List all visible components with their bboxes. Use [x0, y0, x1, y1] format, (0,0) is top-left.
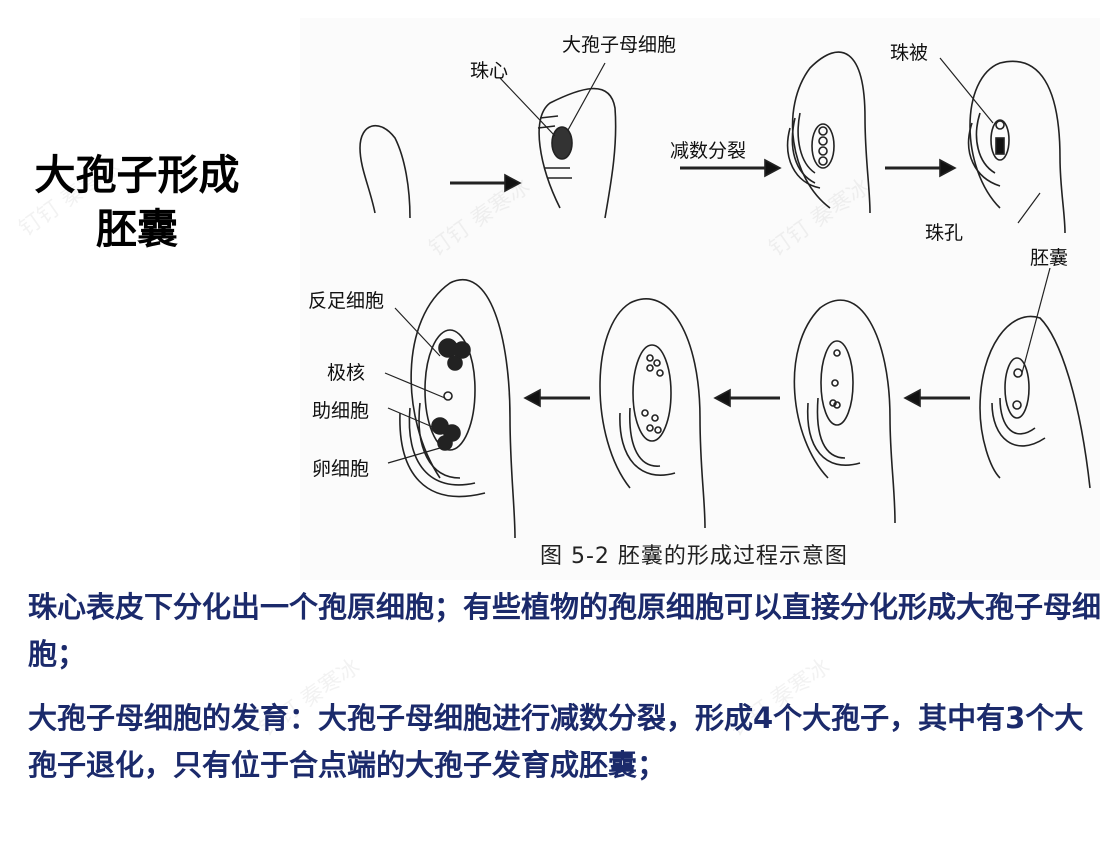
ovule-stage2 — [538, 87, 617, 219]
label-egg-cell: 卵细胞 — [312, 458, 370, 480]
label-integument: 珠被 — [890, 42, 929, 64]
ovule-stage3 — [791, 51, 871, 214]
label-synergids: 助细胞 — [312, 400, 370, 422]
figure-caption: 图 5-2 胚囊的形成过程示意图 — [540, 544, 848, 569]
label-megasporocyte: 大孢子母细胞 — [562, 34, 677, 56]
ovule-stage6 — [793, 299, 896, 524]
ovule-stage7 — [599, 298, 706, 529]
ovule-primordium — [359, 124, 411, 219]
figure-drawing — [359, 51, 1091, 539]
label-antipodal-cells: 反足细胞 — [308, 290, 385, 312]
label-polar-nuclei: 极核 — [327, 362, 366, 384]
embryo-sac-figure: 珠心 大孢子母细胞 减数分裂 珠被 珠孔 胚囊 反足细胞 极核 助细胞 卵细胞 … — [300, 18, 1100, 580]
label-embryo-sac: 胚囊 — [1030, 247, 1069, 269]
slide-title: 大孢子形成胚囊 — [34, 151, 240, 253]
label-nucellus: 珠心 — [470, 60, 509, 82]
label-meiosis: 减数分裂 — [670, 140, 747, 162]
ovule-stage5 — [979, 315, 1091, 489]
paragraph-2: 大孢子母细胞的发育：大孢子母细胞进行减数分裂，形成4个大孢子，其中有3个大孢子退… — [28, 701, 1084, 782]
label-micropyle: 珠孔 — [925, 222, 964, 244]
ovule-stage4 — [969, 60, 1066, 234]
ovule-mature — [410, 279, 516, 539]
paragraph-1: 珠心表皮下分化出一个孢原细胞；有些植物的孢原细胞可以直接分化形成大孢子母细胞； — [28, 590, 1102, 671]
